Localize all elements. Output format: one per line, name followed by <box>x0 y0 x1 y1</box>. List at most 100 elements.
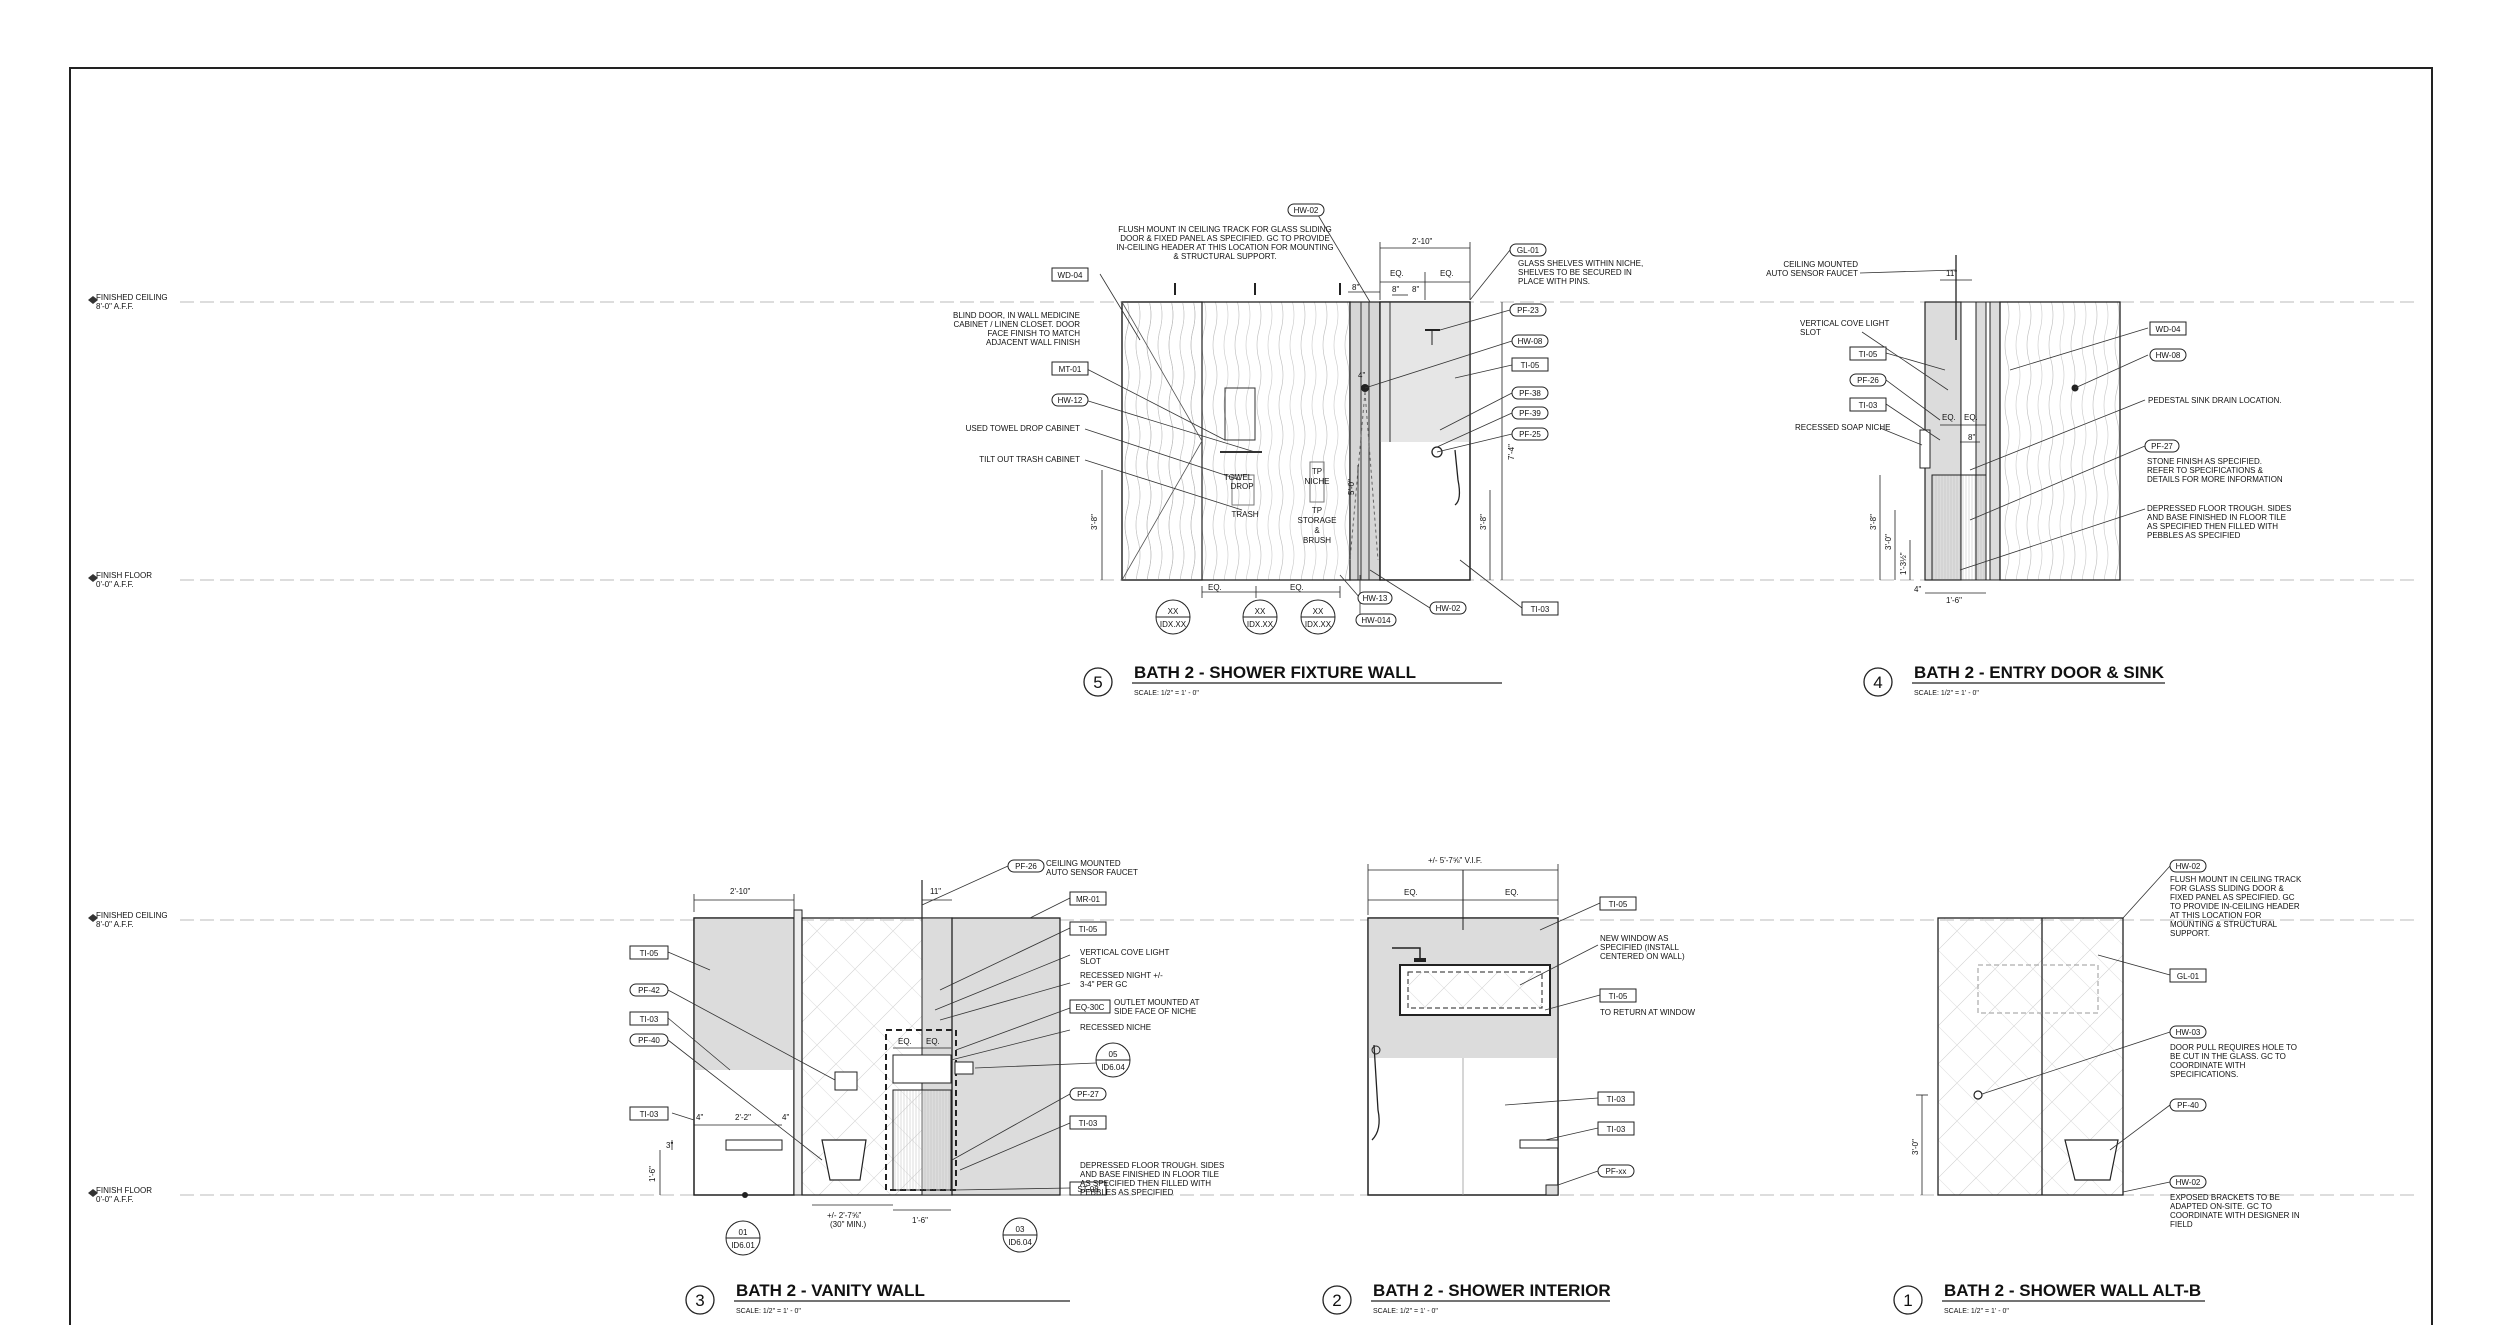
detail-mark-3-top: XX <box>1313 607 1324 616</box>
dim-3-8b: 3'-8" <box>1479 514 1488 530</box>
sheet-border <box>69 67 2433 1330</box>
view-5-title: BATH 2 - SHOWER FIXTURE WALL <box>1134 663 1416 682</box>
v3-note-ceiling-1: CEILING MOUNTED <box>1046 859 1121 868</box>
v3-dim-2-10: 2'-10" <box>730 887 751 896</box>
tag-wd-04: WD-04 <box>1058 271 1083 280</box>
v3-tag-st-08: ST-08 <box>1077 1185 1099 1194</box>
v4-dim-eq-2: EQ. <box>1964 413 1978 422</box>
view-3-vanity-wall: 2'-10" 11" EQ. EQ. 4" 4" 2'-2" 1'-6" 3" … <box>629 859 1224 1315</box>
v3-dim-4a: 4" <box>696 1113 703 1122</box>
v3-mark-3-bot: ID6.04 <box>1008 1238 1032 1247</box>
v1-tag-pf-40: PF-40 <box>2177 1101 2199 1110</box>
v3-mark-2-top: 05 <box>1109 1050 1118 1059</box>
v1-note-a1: FLUSH MOUNT IN CEILING TRACK <box>2170 875 2302 884</box>
v3-note-outlet-2: SIDE FACE OF NICHE <box>1114 1007 1196 1016</box>
dim-2-10: 2'-10" <box>1412 237 1433 246</box>
tag-mt-01: MT-01 <box>1059 365 1082 374</box>
v4-note-ceiling-2: AUTO SENSOR FAUCET <box>1766 269 1858 278</box>
label-tp: TP <box>1312 467 1322 476</box>
v4-dim-4: 4" <box>1914 585 1921 594</box>
v3-mark-1-top: 01 <box>739 1228 748 1237</box>
detail-mark-3-bot: IDX.XX <box>1305 620 1332 629</box>
tag-ti-05: TI-05 <box>1521 361 1540 370</box>
note-trash-cabinet: TILT OUT TRASH CABINET <box>979 455 1080 464</box>
v4-note-trough-4: PEBBLES AS SPECIFIED <box>2147 531 2241 540</box>
dim-5-0: 5'-0" <box>1347 479 1356 495</box>
v4-note-trough-3: AS SPECIFIED THEN FILLED WITH <box>2147 522 2278 531</box>
v2-note-window-2: SPECIFIED (INSTALL <box>1600 943 1680 952</box>
v3-tag-mr-01: MR-01 <box>1076 895 1101 904</box>
level-ceiling-2-elev: 8'-0" A.F.F. <box>96 920 134 929</box>
label-drop: DROP <box>1230 482 1253 491</box>
view-5-shower-fixture-wall: 2'-10" EQ. EQ. 8" 8" 8" 3'-8" 7'-4" 3'-8… <box>953 203 1643 697</box>
view-4-entry-door-sink: 11" EQ. EQ. 8" 3'-8" 3'-0" 1'-3½" 4" 1'-… <box>1766 255 2291 697</box>
v1-note-a4: TO PROVIDE IN-CEILING HEADER <box>2170 902 2300 911</box>
v4-note-cove-2: SLOT <box>1800 328 1821 337</box>
tag-hw-08: HW-08 <box>1518 337 1543 346</box>
view-3-number: 3 <box>695 1291 704 1310</box>
dim-3-8: 3'-8" <box>1090 514 1099 530</box>
v3-dim-1-6: 1'-6" <box>648 1166 657 1182</box>
dim-8-3: 8" <box>1412 285 1419 294</box>
v1-note-a2: FOR GLASS SLIDING DOOR & <box>2170 884 2284 893</box>
note-blind-door-1: BLIND DOOR, IN WALL MEDICINE <box>953 311 1080 320</box>
v4-tag-pf-26: PF-26 <box>1857 376 1879 385</box>
detail-mark-1-bot: IDX.XX <box>1160 620 1187 629</box>
v1-tag-hw-02b: HW-02 <box>2176 1178 2201 1187</box>
v4-note-trough-2: AND BASE FINISHED IN FLOOR TILE <box>2147 513 2286 522</box>
tag-ti-03: TI-03 <box>1531 605 1550 614</box>
v3-dim-1-6b: 1'-6" <box>912 1216 928 1225</box>
v1-note-b2: BE CUT IN THE GLASS. GC TO <box>2170 1052 2286 1061</box>
label-towel: TOWEL <box>1224 473 1253 482</box>
view-3-scale: SCALE: 1/2" = 1' - 0" <box>736 1308 801 1315</box>
view-4-scale: SCALE: 1/2" = 1' - 0" <box>1914 690 1979 697</box>
tag-hw-02: HW-02 <box>1294 206 1319 215</box>
note-ceiling-track-2: DOOR & FIXED PANEL AS SPECIFIED. GC TO P… <box>1120 234 1330 243</box>
v3-note-night-1: RECESSED NIGHT +/- <box>1080 971 1163 980</box>
dim-8-1: 8" <box>1352 283 1359 292</box>
v2-tag-ti-03b: TI-03 <box>1607 1125 1626 1134</box>
label-brush: BRUSH <box>1303 536 1331 545</box>
v3-note-cove-1: VERTICAL COVE LIGHT <box>1080 948 1169 957</box>
v3-dim-4b: 4" <box>782 1113 789 1122</box>
v3-tag-pf-27: PF-27 <box>1077 1090 1099 1099</box>
v3-tag-ti-03l: TI-03 <box>640 1015 659 1024</box>
label-trash: TRASH <box>1231 510 1258 519</box>
view-5-scale: SCALE: 1/2" = 1' - 0" <box>1134 690 1199 697</box>
note-blind-door-3: FACE FINISH TO MATCH <box>988 329 1081 338</box>
v4-note-stone-2: REFER TO SPECIFICATIONS & <box>2147 466 2264 475</box>
v3-note-trough-4: PEBBLES AS SPECIFIED <box>1080 1188 1174 1197</box>
level-ceiling-1: FINISHED CEILING <box>96 293 168 302</box>
v1-note-a6: MOUNTING & STRUCTURAL <box>2170 920 2278 929</box>
detail-mark-2-top: XX <box>1255 607 1266 616</box>
tag-pf-39: PF-39 <box>1519 409 1541 418</box>
v1-note-a5: AT THIS LOCATION FOR <box>2170 911 2262 920</box>
v2-note-return: TO RETURN AT WINDOW <box>1600 1008 1696 1017</box>
tag-hw-014: HW-014 <box>1361 616 1391 625</box>
detail-mark-2-bot: IDX.XX <box>1247 620 1274 629</box>
v3-dim-2-7: +/- 2'-7⅝" <box>827 1211 862 1220</box>
v4-dim-8: 8" <box>1968 433 1975 442</box>
v4-dim-1-6: 1'-6" <box>1946 596 1962 605</box>
v4-note-stone-1: STONE FINISH AS SPECIFIED. <box>2147 457 2262 466</box>
v1-note-e2: ADAPTED ON-SITE. GC TO <box>2170 1202 2272 1211</box>
dim-7-4: 7'-4" <box>1507 444 1516 460</box>
view-1-shower-wall-alt-b: 3'-0" HW-02 GL-01 HW-03 PF-40 HW-02 FLUS… <box>1893 859 2302 1315</box>
v4-tag-wd-04: WD-04 <box>2156 325 2181 334</box>
note-ceiling-track-4: & STRUCTURAL SUPPORT. <box>1173 252 1276 261</box>
dim-4: 4" <box>1358 371 1365 380</box>
level-markers: FINISHED CEILING 8'-0" A.F.F. FINISH FLO… <box>88 293 168 1204</box>
note-ceiling-track-3: IN-CEILING HEADER AT THIS LOCATION FOR M… <box>1116 243 1333 252</box>
v3-dim-2-2: 2'-2" <box>735 1113 751 1122</box>
view-4-title: BATH 2 - ENTRY DOOR & SINK <box>1914 663 2165 682</box>
v3-tag-ti-03b: TI-03 <box>640 1110 659 1119</box>
v4-dim-1-3: 1'-3½" <box>1899 552 1908 575</box>
v3-note-trough-3: AS SPECIFIED THEN FILLED WITH <box>1080 1179 1211 1188</box>
dim-eq-4: EQ. <box>1290 583 1304 592</box>
view-3-title: BATH 2 - VANITY WALL <box>736 1281 925 1300</box>
tag-pf-23: PF-23 <box>1517 306 1539 315</box>
v2-note-window-3: CENTERED ON WALL) <box>1600 952 1685 961</box>
v1-tag-gl-01: GL-01 <box>2177 972 2200 981</box>
v3-tag-ti-03r: TI-03 <box>1079 1119 1098 1128</box>
